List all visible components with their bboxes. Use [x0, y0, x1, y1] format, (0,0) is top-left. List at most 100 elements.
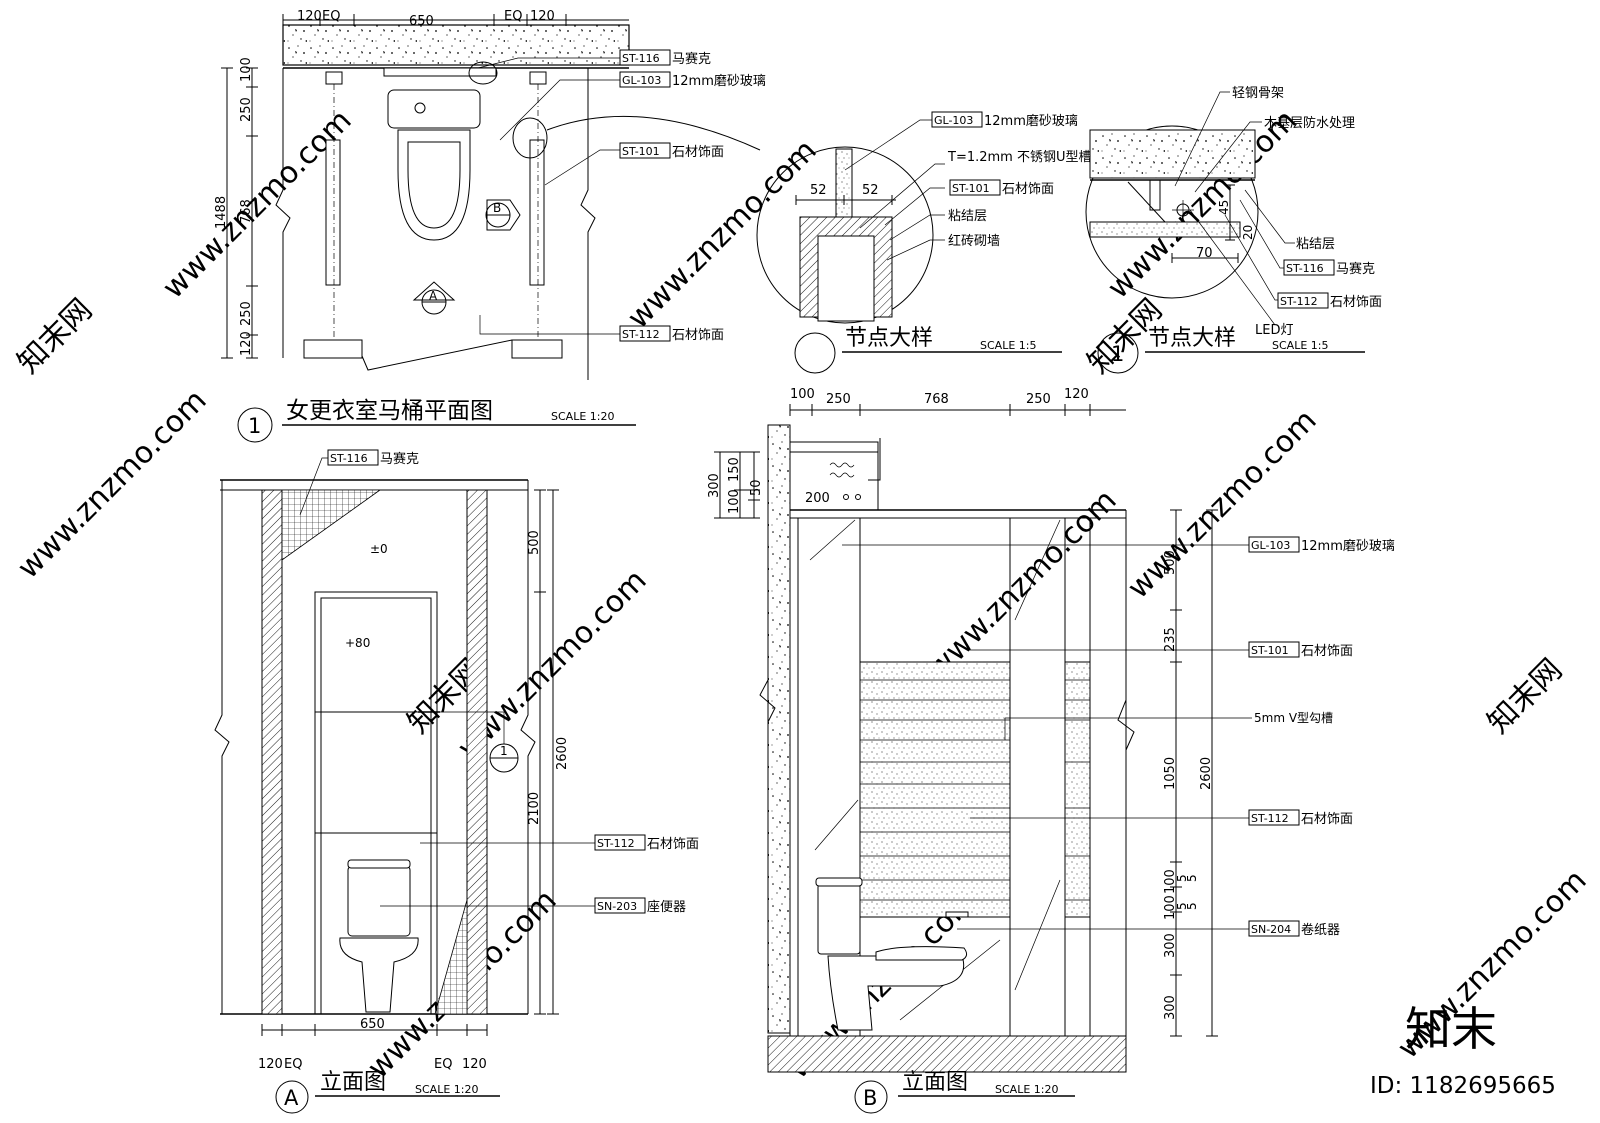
- dim-text: 2100: [527, 792, 542, 825]
- dim-text: 100: [727, 489, 742, 514]
- dim-text: 120: [239, 331, 254, 356]
- dim-text: EQ: [504, 9, 522, 24]
- dim-text: 5: [1185, 902, 1199, 910]
- dim-text: 2600: [555, 737, 570, 770]
- dim-text: 20: [1241, 225, 1255, 240]
- dim-text: 250: [826, 392, 851, 407]
- drawing-scale: SCALE 1:5: [1272, 339, 1328, 352]
- material-code: ST-116: [330, 452, 368, 465]
- drawing-scale: SCALE 1:20: [551, 410, 614, 423]
- callout-label: 粘结层: [948, 209, 987, 224]
- section-letter: A: [429, 289, 438, 303]
- drawing-scale: SCALE 1:20: [995, 1083, 1058, 1096]
- material-code: ST-116: [1286, 262, 1324, 275]
- dim-text: 235: [1163, 627, 1178, 652]
- material-code: ST-112: [1251, 812, 1289, 825]
- pillar-right: [511, 339, 563, 359]
- callout-label: 马赛克: [1336, 261, 1375, 277]
- dim-text: 300: [707, 473, 722, 498]
- callout-label: 石材饰面: [672, 328, 724, 343]
- callout-label: 粘结层: [1296, 237, 1335, 252]
- drawing-title: 节点大样: [845, 326, 933, 351]
- level-mark: ±0: [370, 542, 388, 556]
- dim-text: 5: [1175, 874, 1189, 882]
- dim-text: 768: [239, 199, 254, 224]
- elevation-marker: [275, 1080, 309, 1114]
- watermark-text: www.znzmo.com: [11, 383, 214, 586]
- material-code: GL-103: [622, 74, 661, 87]
- dim-text: 5: [1175, 902, 1189, 910]
- material-code: ST-112: [622, 328, 660, 341]
- dim-text: 150: [727, 457, 742, 482]
- dim-text: 5: [1185, 874, 1199, 882]
- callout-label: 石材饰面: [1301, 812, 1353, 827]
- callout-label: 木基层防水处理: [1264, 115, 1355, 131]
- material-code: ST-101: [622, 145, 660, 158]
- material-code: GL-103: [934, 114, 973, 127]
- detail-1: 52 52 GL-103 12mm磨砂玻璃 T=1.2mm 不锈钢U型槽 ST-…: [756, 111, 1091, 374]
- drawing-number-circle: [237, 407, 273, 443]
- callout-label: 卷纸器: [1301, 922, 1340, 938]
- dim-text: EQ: [322, 9, 340, 24]
- callout-label: 5mm V型勾槽: [1254, 711, 1333, 725]
- dim-text: 52: [810, 183, 827, 198]
- callout-label: 马赛克: [672, 51, 711, 67]
- plan-view: 120 EQ 650 EQ 120 100 250 768 250 120 14…: [214, 9, 766, 443]
- partition-right: [529, 139, 545, 286]
- dim-text: 52: [862, 183, 879, 198]
- toilet-plan: [387, 89, 481, 241]
- dim-text: EQ: [284, 1057, 302, 1072]
- drawing-title: 立面图: [320, 1070, 386, 1095]
- section-letter: B: [493, 201, 501, 215]
- dim-text: 300: [1163, 933, 1178, 958]
- drawing-scale: SCALE 1:5: [980, 339, 1036, 352]
- dim-text: 200: [805, 491, 830, 506]
- dim-text: 650: [409, 14, 434, 29]
- dim-text: 45: [1217, 200, 1231, 215]
- toilet-front: [339, 859, 419, 1013]
- callout-label: 12mm磨砂玻璃: [672, 74, 766, 89]
- dim-text: 100: [1163, 869, 1178, 894]
- dim-text: 100: [790, 387, 815, 402]
- brand-logo: 知末: [1405, 1002, 1497, 1056]
- drawing-title: 女更衣室马桶平面图: [286, 398, 493, 424]
- dim-text: 650: [360, 1017, 385, 1032]
- dim-text: 120: [258, 1057, 283, 1072]
- dim-text: 250: [239, 97, 254, 122]
- dim-text: 120: [297, 9, 322, 24]
- dim-text: 250: [239, 301, 254, 326]
- drawing-scale: SCALE 1:20: [415, 1083, 478, 1096]
- watermark-text: www.znzmo.com: [1121, 403, 1324, 606]
- section-marker-1: 1: [440, 711, 519, 773]
- callout-label: 石材饰面: [1002, 182, 1054, 197]
- dim-text: 120: [530, 9, 555, 24]
- dim-text: 50: [749, 479, 764, 496]
- callout-label: T=1.2mm 不锈钢U型槽: [947, 150, 1091, 165]
- callout-label: LED灯: [1255, 323, 1293, 338]
- elevation-marker: [854, 1080, 888, 1114]
- callout-label: 座便器: [647, 900, 686, 915]
- ceiling-slab: [282, 24, 630, 66]
- elevation-b: 100 250 768 250 120 300 150 100 50 200 5…: [707, 387, 1395, 1114]
- dim-text: 100: [1163, 895, 1178, 920]
- dim-text: EQ: [434, 1057, 452, 1072]
- drawing-title: 立面图: [902, 1070, 968, 1095]
- section-marker-a: A: [412, 281, 456, 315]
- paper-holder: [945, 911, 969, 918]
- dim-text: 300: [1163, 995, 1178, 1020]
- detail-2: 45 20 70 轻钢骨架 木基层防水处理 粘结层 ST-116 马赛克 ST-…: [1085, 86, 1382, 374]
- watermark-brand: 知末网: [11, 292, 99, 380]
- dim-text: 500: [1163, 550, 1178, 575]
- callout-label: 轻钢骨架: [1232, 86, 1284, 101]
- dim-text: 1488: [214, 196, 229, 229]
- dim-text: 1050: [1163, 757, 1178, 790]
- watermark-text: www.znzmo.com: [921, 483, 1124, 686]
- dim-text: 120: [462, 1057, 487, 1072]
- callout-label: 石材饰面: [1330, 295, 1382, 310]
- dim-text: 70: [1196, 246, 1213, 261]
- callout-label: 马赛克: [380, 451, 419, 467]
- elevation-a: ±0 +80 500 2100 2600 1 650 120 EQ EQ 120…: [214, 449, 699, 1114]
- material-code: ST-112: [597, 837, 635, 850]
- dim-text: 500: [527, 530, 542, 555]
